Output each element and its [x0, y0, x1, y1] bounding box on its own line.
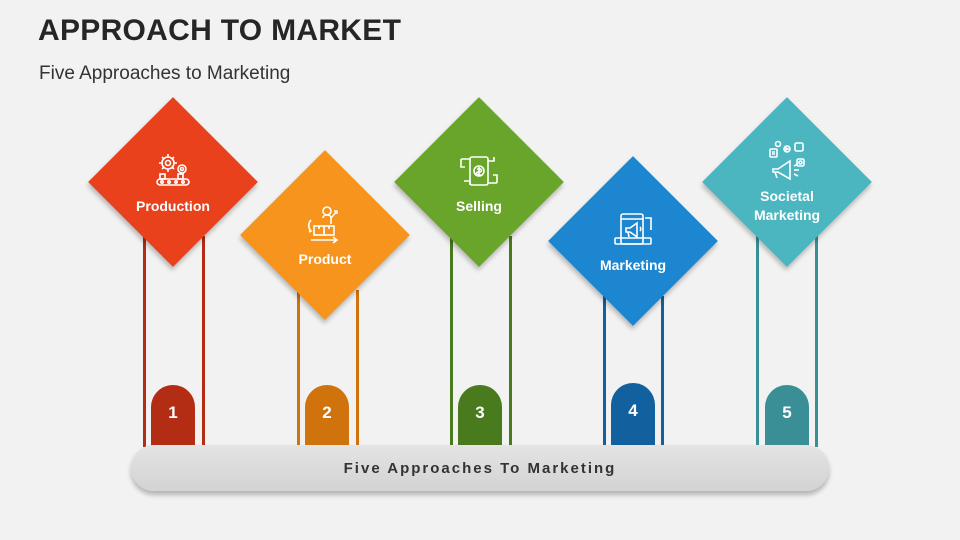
step-number-badge: 2: [305, 385, 349, 447]
social-media-megaphone-icon: [769, 140, 805, 181]
diamond-shape: [88, 97, 258, 267]
product-box-arrow-icon: [307, 205, 339, 244]
step-number-badge: 1: [151, 385, 195, 447]
rail-left: [756, 236, 759, 447]
rail-left: [450, 236, 453, 447]
bottom-summary-bar: Five Approaches To Marketing: [131, 445, 829, 491]
approach-diamond: Marketing: [548, 156, 718, 326]
approach-label: Production: [136, 197, 210, 214]
approach-diamond: Product: [240, 150, 410, 320]
rail-right: [356, 290, 359, 447]
page-subtitle: Five Approaches to Marketing: [39, 63, 291, 84]
rail-left: [603, 296, 606, 447]
rail-left: [143, 236, 146, 447]
approach-label: Societal Marketing: [753, 188, 821, 223]
approach-label: Selling: [456, 197, 502, 214]
rail-right: [815, 236, 818, 447]
diamond-shape: [394, 97, 564, 267]
approach-diamond: Selling: [394, 97, 564, 267]
rail-left: [297, 290, 300, 447]
approach-label: Product: [298, 250, 352, 267]
rail-right: [661, 296, 664, 447]
step-number-badge: 5: [765, 385, 809, 447]
diamond-shape: [702, 97, 872, 267]
gears-conveyor-icon: [156, 153, 190, 186]
page-title: APPROACH TO MARKET: [38, 14, 402, 47]
approach-label: Marketing: [599, 256, 667, 273]
diamond-shape: [240, 150, 410, 320]
bottom-bar-label: Five Approaches To Marketing: [343, 459, 617, 477]
money-exchange-icon: [460, 155, 498, 186]
rail-right: [202, 236, 205, 447]
approach-diamond: Production: [88, 97, 258, 267]
step-number-badge: 4: [611, 383, 655, 445]
digital-megaphone-icon: [614, 212, 652, 245]
approach-diamond: Societal Marketing: [702, 97, 872, 267]
step-number-badge: 3: [458, 385, 502, 447]
diamond-shape: [548, 156, 718, 326]
rail-right: [509, 236, 512, 447]
